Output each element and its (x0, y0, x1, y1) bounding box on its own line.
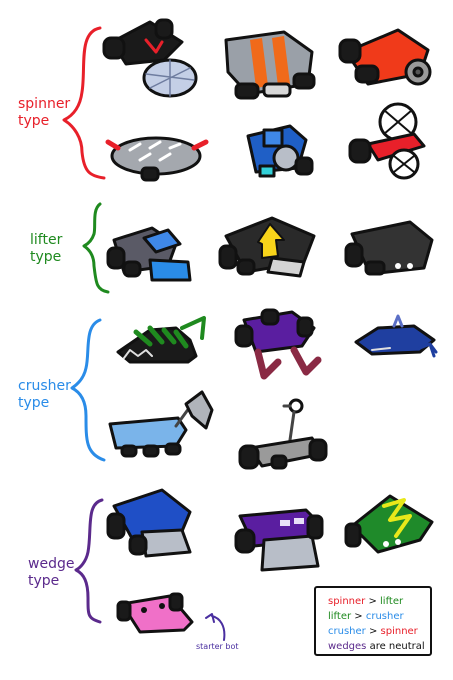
crusher-brace (70, 318, 106, 462)
crusher-robot-1 (116, 316, 206, 364)
crusher-robot-4 (108, 390, 214, 458)
legend-op-2: > (351, 611, 366, 622)
lifter-robot-3 (344, 220, 434, 276)
starter-bot-label: starter bot (196, 642, 239, 651)
starter-bot (116, 592, 194, 634)
starter-arrow (205, 613, 226, 641)
spinner-robot-1 (102, 18, 198, 98)
lifter-brace (82, 202, 110, 294)
spinner-robot-3 (338, 28, 432, 86)
legend-op-3: > (365, 626, 381, 637)
matchup-legend: spinner > lifter lifter > crusher crushe… (314, 586, 432, 656)
legend-op-1: > (365, 596, 381, 607)
crusher-robot-3 (354, 314, 438, 358)
spinner-brace (62, 26, 106, 180)
crusher-type-label: crusher type (18, 378, 71, 412)
legend-line-4: wedges are neutral (328, 639, 430, 654)
lifter-robot-2 (218, 216, 316, 278)
lifter-label-line2: type (30, 249, 62, 265)
spinner-label-line2: type (18, 113, 50, 129)
wedge-label-line2: type (28, 573, 60, 589)
crusher-label-line2: type (18, 395, 50, 411)
spinner-robot-2 (224, 30, 316, 100)
wedge-robot-2 (234, 508, 324, 572)
crusher-label-line1: crusher (18, 378, 71, 394)
legend-wedges-4: wedges (328, 641, 367, 652)
legend-lifter-2: lifter (328, 611, 352, 622)
wedge-brace (74, 498, 104, 624)
legend-lifter-1: lifter (380, 596, 404, 607)
crusher-robot-5 (238, 398, 328, 470)
legend-line-2: lifter > crusher (328, 609, 430, 624)
wedge-robot-3 (344, 494, 434, 554)
lifter-robot-1 (106, 226, 192, 282)
lifter-type-label: lifter type (30, 232, 62, 266)
wedge-type-label: wedge type (28, 556, 74, 590)
spinner-label-line1: spinner (18, 96, 71, 112)
legend-crusher-2: crusher (365, 611, 404, 622)
spinner-robot-6 (348, 102, 426, 180)
crusher-robot-2 (234, 308, 322, 380)
spinner-robot-5 (246, 124, 314, 178)
wedge-robot-1 (106, 488, 192, 558)
legend-crusher-3: crusher (328, 626, 366, 637)
legend-neutral-4: are neutral (366, 641, 425, 652)
spinner-robot-4 (105, 136, 209, 182)
legend-line-1: spinner > lifter (328, 594, 430, 609)
spinner-type-label: spinner type (18, 96, 70, 130)
lifter-label-line1: lifter (30, 232, 63, 248)
legend-line-3: crusher > spinner (328, 624, 430, 639)
wedge-label-line1: wedge (28, 556, 75, 572)
legend-spinner-1: spinner (328, 596, 366, 607)
legend-spinner-3: spinner (380, 626, 418, 637)
